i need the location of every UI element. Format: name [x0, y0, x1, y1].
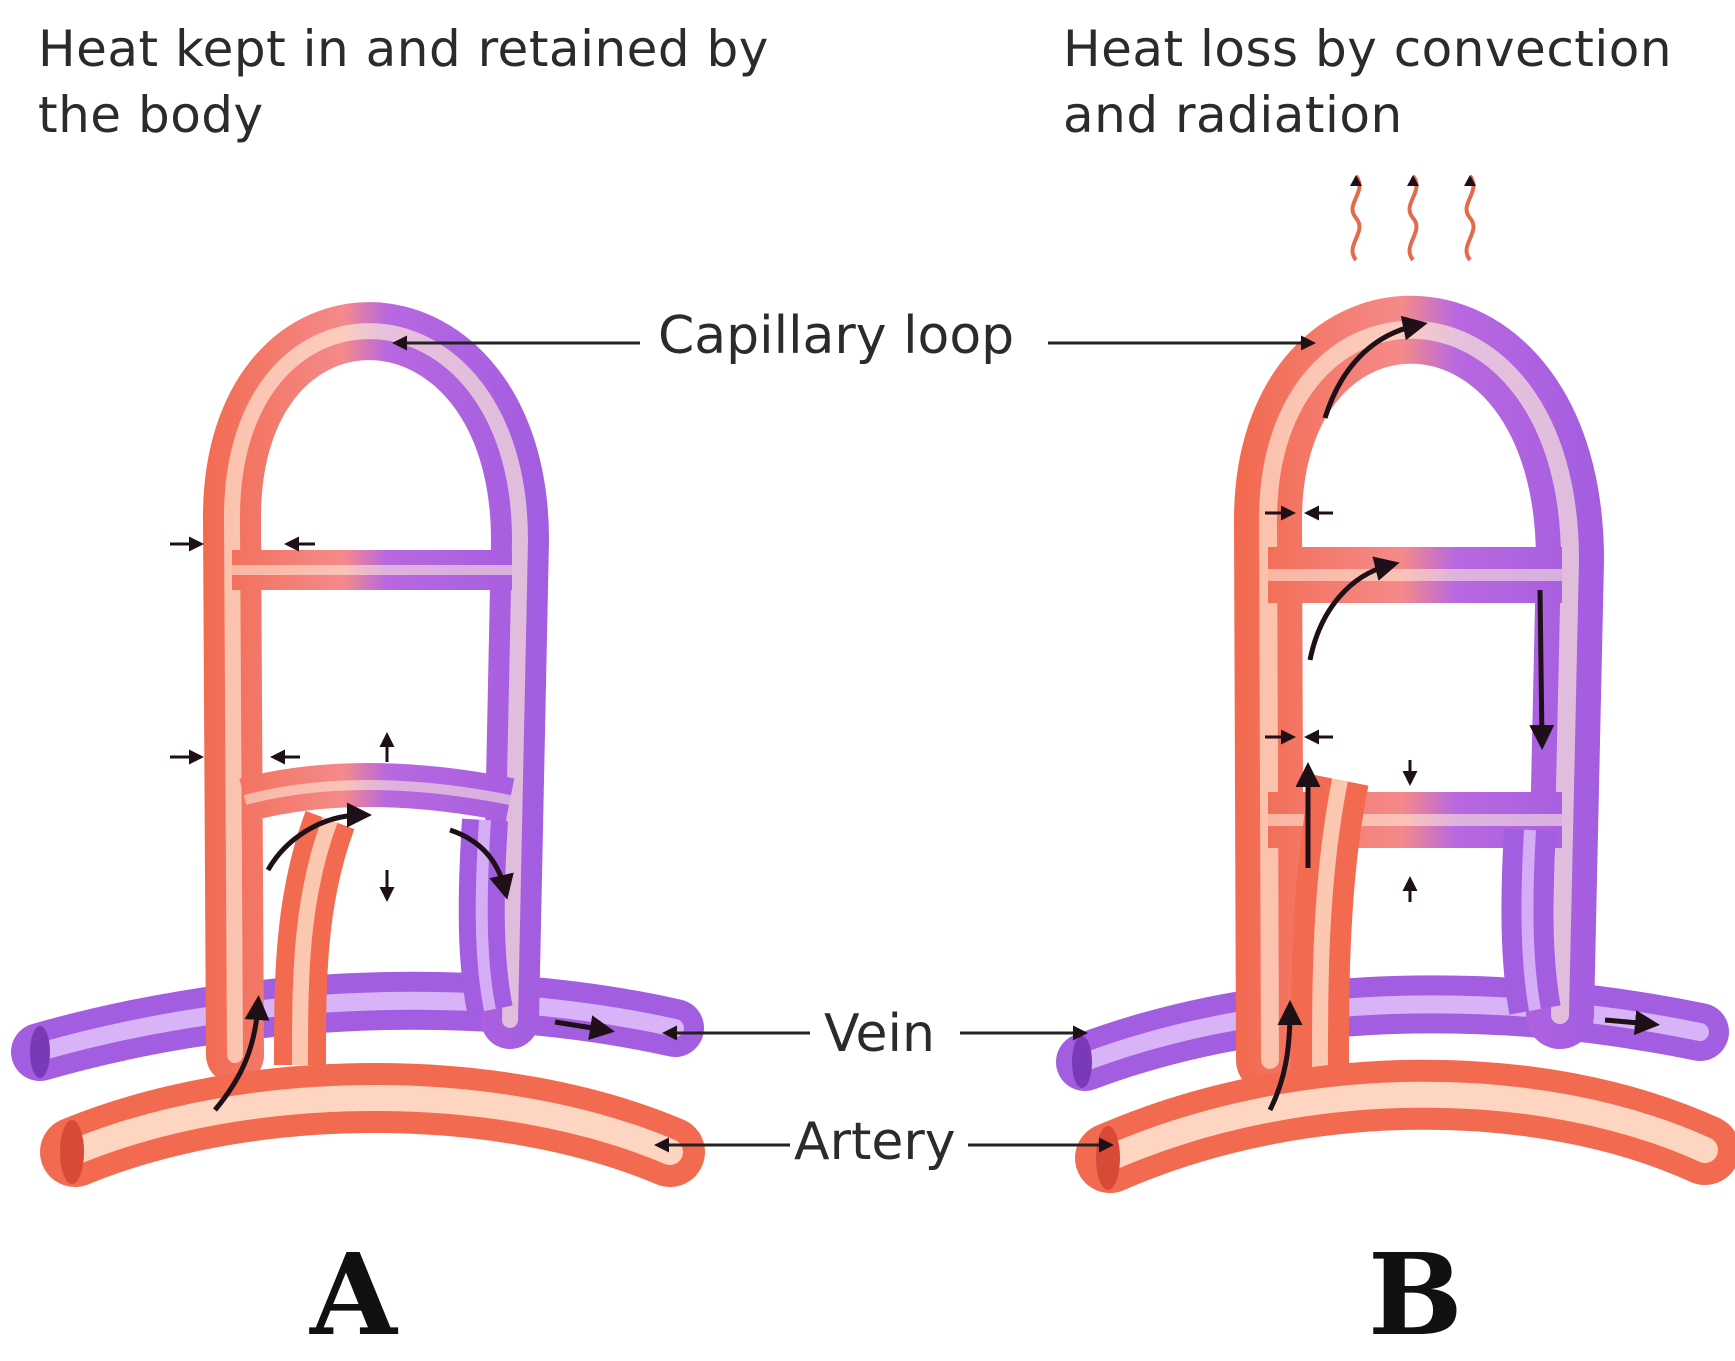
- capillary-loop-a: [232, 331, 520, 1065]
- arrow-icon: [1540, 590, 1542, 740]
- capillary-loop-b: [1268, 330, 1570, 1070]
- artery-b: [1096, 1095, 1705, 1190]
- panel-b-vessels: [1072, 330, 1705, 1190]
- caption-heat-loss: Heat loss by convection and radiation: [1063, 16, 1735, 148]
- panel-label-a: A: [310, 1236, 397, 1356]
- heat-wave-icons: [1350, 175, 1476, 260]
- caption-heat-retained: Heat kept in and retained by the body: [38, 16, 798, 148]
- heat-wave-icon: [1467, 176, 1474, 260]
- label-artery: Artery: [790, 1112, 959, 1172]
- panel-label-b: B: [1368, 1236, 1463, 1356]
- label-vein: Vein: [816, 1004, 943, 1064]
- label-capillary-loop: Capillary loop: [652, 306, 1020, 366]
- heat-wave-icon: [1353, 176, 1360, 260]
- heat-wave-icon: [1410, 176, 1417, 260]
- panel-a-vessels: [30, 331, 675, 1184]
- artery-a: [60, 1098, 670, 1184]
